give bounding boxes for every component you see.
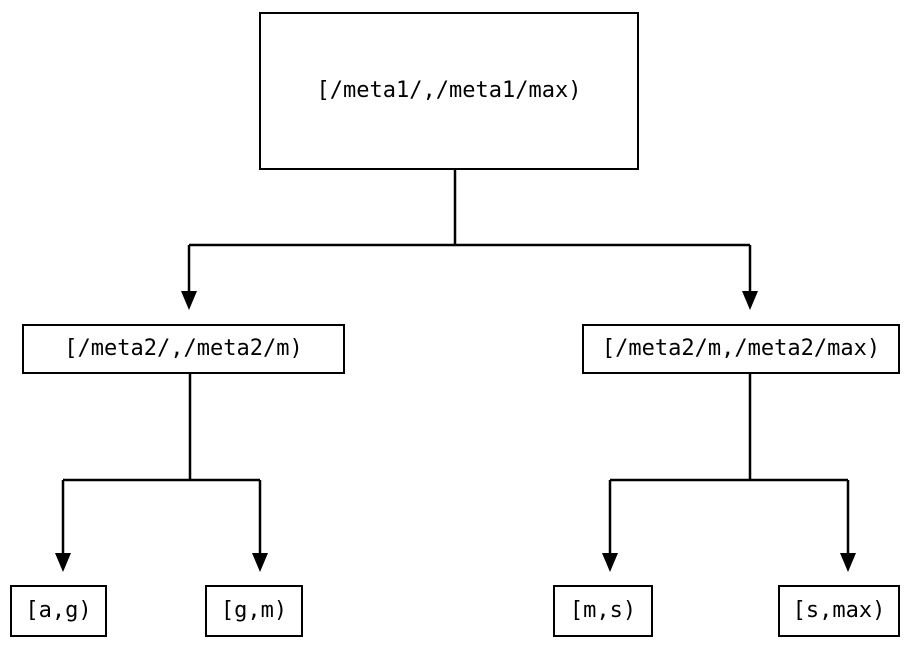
arrowhead-to-mid-left	[181, 291, 197, 310]
tree-node-leaf-m-s[interactable]: [m,s)	[553, 585, 653, 637]
arrowhead-to-leaf-g-m	[252, 553, 268, 572]
tree-node-root[interactable]: [/meta1/,/meta1/max)	[259, 12, 639, 170]
tree-node-leaf-g-m[interactable]: [g,m)	[205, 585, 303, 637]
edge-midleft-to-leaves	[55, 374, 268, 572]
edge-root-to-children	[181, 170, 758, 310]
tree-node-mid-left-label: [/meta2/,/meta2/m)	[64, 336, 303, 361]
tree-node-mid-right-label: [/meta2/m,/meta2/max)	[601, 336, 881, 361]
tree-node-leaf-a-g-label: [a,g)	[25, 598, 92, 623]
arrowhead-to-leaf-m-s	[602, 553, 618, 572]
tree-node-leaf-m-s-label: [m,s)	[569, 598, 637, 623]
tree-node-leaf-s-max[interactable]: [s,max)	[778, 585, 900, 637]
edge-midright-to-leaves	[602, 374, 856, 572]
tree-node-mid-right[interactable]: [/meta2/m,/meta2/max)	[582, 324, 900, 374]
tree-node-leaf-s-max-label: [s,max)	[792, 598, 886, 623]
tree-node-leaf-a-g[interactable]: [a,g)	[10, 585, 107, 637]
arrowhead-to-leaf-a-g	[55, 553, 71, 572]
arrowhead-to-mid-right	[742, 291, 758, 310]
tree-node-leaf-g-m-label: [g,m)	[220, 598, 288, 623]
arrowhead-to-leaf-s-max	[840, 553, 856, 572]
tree-node-mid-left[interactable]: [/meta2/,/meta2/m)	[22, 324, 345, 374]
tree-node-root-label: [/meta1/,/meta1/max)	[316, 78, 582, 103]
